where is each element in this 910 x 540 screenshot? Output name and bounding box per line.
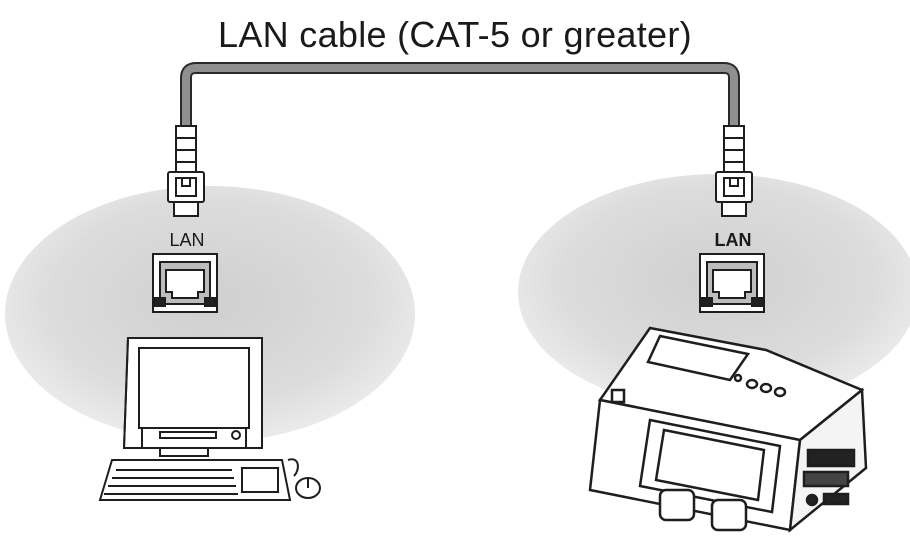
left-lan-port-icon (152, 253, 218, 313)
lan-cable (180, 62, 740, 130)
right-cable-connector (715, 125, 753, 217)
projector-icon (588, 326, 868, 533)
diagram-title: LAN cable (CAT-5 or greater) (218, 14, 692, 55)
computer-zone-ellipse (5, 186, 415, 442)
left-lan-label: LAN (169, 230, 204, 250)
left-cable-connector (167, 125, 205, 217)
right-lan-label: LAN (715, 230, 752, 250)
right-lan-port-icon (699, 253, 765, 313)
computer-icon (98, 337, 321, 501)
